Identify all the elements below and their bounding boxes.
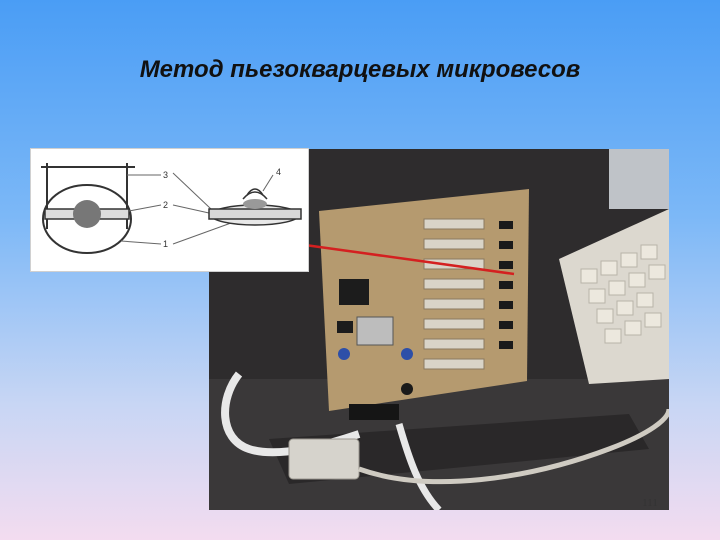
circuit-board — [319, 189, 529, 420]
label-1: 1 — [163, 239, 168, 249]
pointer-line — [304, 243, 515, 276]
schematic-drawing: 4 3 2 1 — [41, 163, 302, 254]
page-number: 111 — [642, 497, 658, 509]
label-2: 2 — [163, 200, 168, 210]
keyboard — [559, 149, 669, 384]
label-4: 4 — [276, 167, 281, 177]
cable — [221, 371, 669, 510]
schematic-diagram: 4 3 2 1 — [30, 148, 309, 272]
label-3: 3 — [163, 170, 168, 180]
slide-title: Метод пьезокварцевых микровесов — [139, 56, 581, 83]
